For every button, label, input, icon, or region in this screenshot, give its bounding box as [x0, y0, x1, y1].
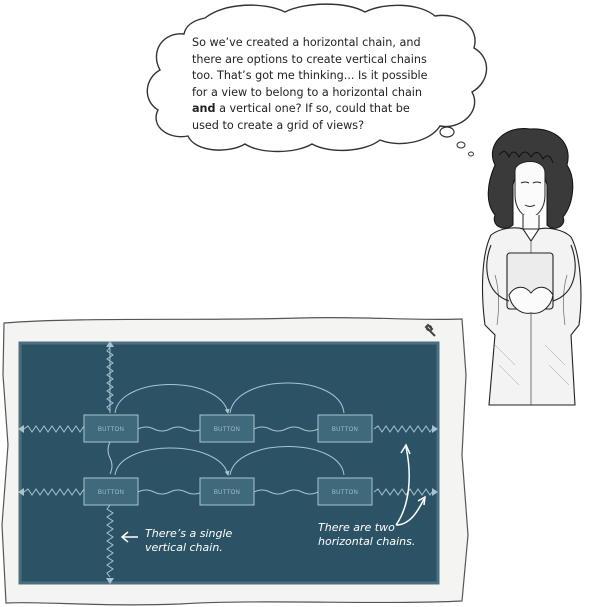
layout-editor-screenshot: BUTTON BUTTON BUTTON BUTTON BUTTON BUTTO… [1, 316, 469, 606]
right-arrow-icon [120, 531, 138, 543]
button-label: BUTTON [332, 490, 358, 496]
button-r1c3[interactable]: BUTTON [317, 414, 373, 443]
note-line: There’s a single [145, 527, 233, 540]
editor-canvas [18, 341, 440, 585]
button-label: BUTTON [98, 490, 124, 496]
thought-line: used to create a grid of views? [192, 118, 365, 132]
wrench-icon [424, 323, 436, 337]
thought-text: So we’ve created a horizontal chain, and… [192, 35, 454, 134]
button-r1c2[interactable]: BUTTON [199, 414, 255, 443]
curved-arrow-icon [395, 443, 426, 526]
thought-line: So we’ve created a horizontal chain, and [192, 36, 421, 49]
thought-line: for a view to belong to a horizontal cha… [192, 85, 422, 99]
button-r1c1[interactable]: BUTTON [83, 414, 139, 443]
thought-bubble [146, 3, 488, 157]
button-r2c2[interactable]: BUTTON [199, 477, 255, 506]
note-line: horizontal chains. [318, 535, 416, 548]
button-label: BUTTON [98, 427, 124, 433]
horizontal-chain-2 [18, 446, 438, 496]
button-r2c3[interactable]: BUTTON [317, 477, 373, 506]
thought-line: there are options to create vertical cha… [192, 52, 427, 66]
thought-bold-word: and [192, 102, 216, 115]
thought-line: too. That’s got me thinking... Is it pos… [192, 69, 428, 82]
vertical-chain-note: There’s a single vertical chain. [145, 527, 232, 555]
horizontal-chain-1 [18, 382, 438, 433]
vertical-chain [106, 341, 114, 584]
horizontal-chain-note: There are two horizontal chains. [318, 521, 415, 549]
note-line: vertical chain. [145, 541, 223, 554]
thought-line-rest: a vertical one? If so, could that be [215, 102, 410, 115]
note-line: There are two [318, 521, 395, 534]
button-label: BUTTON [332, 427, 358, 433]
button-label: BUTTON [214, 427, 240, 433]
button-r2c1[interactable]: BUTTON [83, 477, 139, 506]
thought-line: and a vertical one? If so, could that be [192, 101, 454, 118]
woman-illustration [481, 128, 582, 406]
button-label: BUTTON [214, 490, 240, 496]
